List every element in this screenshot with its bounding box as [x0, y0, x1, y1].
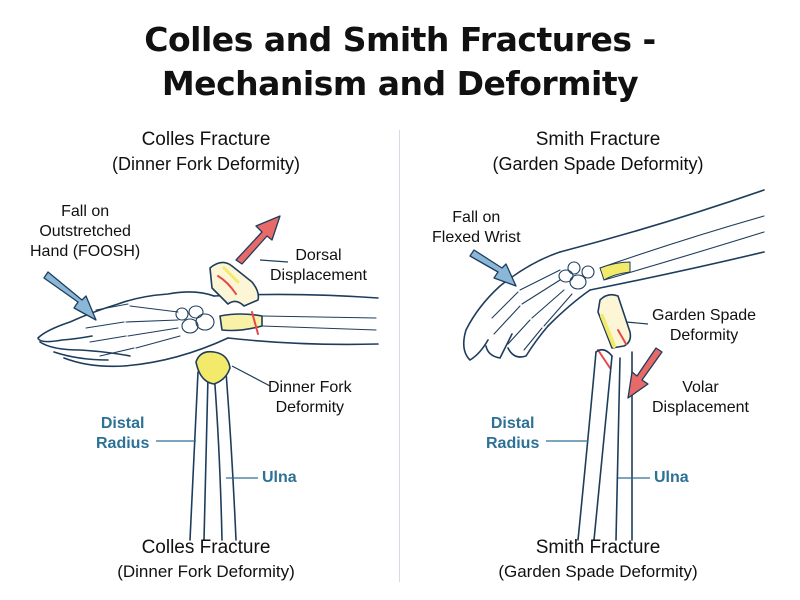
- dinner-fork-leader-line: [231, 365, 271, 387]
- distal-radius-right-line-2: Radius: [486, 435, 540, 452]
- foosh-label: Fall on Outstretched Hand (FOOSH): [30, 202, 140, 262]
- smith-footer: Smith Fracture (Garden Spade Deformity): [428, 536, 768, 584]
- dinner-fork-label: Dinner Fork Deformity: [268, 378, 352, 418]
- foosh-label-line-2: Outstretched: [39, 223, 131, 240]
- colles-footer-subtitle: (Dinner Fork Deformity): [117, 562, 295, 581]
- smith-heading-subtitle: (Garden Spade Deformity): [492, 154, 704, 174]
- colles-footer: Colles Fracture (Dinner Fork Deformity): [36, 536, 376, 584]
- dinner-fork-label-line-2: Deformity: [275, 399, 345, 416]
- foosh-label-line-3: Hand (FOOSH): [30, 243, 141, 260]
- distal-radius-left-line-2: Radius: [96, 435, 150, 452]
- volar-label-line-2: Displacement: [652, 399, 749, 416]
- volar-displacement-label: Volar Displacement: [652, 378, 749, 418]
- flexed-wrist-arrow: [469, 249, 517, 287]
- smith-heading-title: Smith Fracture: [535, 129, 661, 150]
- distal-radius-label-left: Distal Radius: [96, 414, 149, 454]
- dorsal-label-line-2: Displacement: [270, 267, 367, 284]
- flexed-wrist-label: Fall on Flexed Wrist: [432, 208, 521, 248]
- dorsal-leader-line: [259, 259, 289, 263]
- page-title: Colles and Smith Fractures - Mechanism a…: [0, 18, 800, 106]
- garden-spade-label-line-2: Deformity: [669, 327, 739, 344]
- colles-illustration: [37, 261, 379, 541]
- garden-spade-label: Garden Spade Deformity: [652, 306, 756, 346]
- colles-heading: Colles Fracture (Dinner Fork Deformity): [36, 128, 376, 176]
- garden-spade-leader-line: [625, 321, 649, 325]
- volar-label-line-1: Volar: [682, 379, 719, 396]
- dorsal-label-line-1: Dorsal: [295, 247, 342, 264]
- ulna-label-left: Ulna: [262, 469, 297, 486]
- flexed-wrist-label-line-1: Fall on: [452, 209, 501, 226]
- distal-radius-left-line-1: Distal: [100, 415, 145, 432]
- column-divider: [399, 130, 400, 582]
- ulna-label-right: Ulna: [654, 469, 689, 486]
- title-line-2: Mechanism and Deformity: [161, 64, 639, 103]
- foosh-label-line-1: Fall on: [61, 203, 110, 220]
- dinner-fork-label-line-1: Dinner Fork: [268, 379, 352, 396]
- title-line-1: Colles and Smith Fractures -: [144, 20, 656, 59]
- dorsal-displacement-arrow: [235, 215, 281, 265]
- volar-displacement-arrow: [627, 347, 663, 399]
- colles-heading-subtitle: (Dinner Fork Deformity): [111, 154, 301, 174]
- smith-footer-subtitle: (Garden Spade Deformity): [498, 562, 698, 581]
- garden-spade-label-line-1: Garden Spade: [652, 307, 757, 324]
- dorsal-displacement-label: Dorsal Displacement: [270, 246, 367, 286]
- colles-footer-title: Colles Fracture: [141, 537, 271, 558]
- distal-radius-label-right: Distal Radius: [486, 414, 539, 454]
- smith-footer-title: Smith Fracture: [535, 537, 661, 558]
- distal-radius-right-line-1: Distal: [490, 415, 535, 432]
- foosh-arrow: [43, 271, 97, 321]
- smith-illustration: [462, 189, 765, 541]
- flexed-wrist-label-line-2: Flexed Wrist: [432, 229, 521, 246]
- colles-heading-title: Colles Fracture: [141, 129, 271, 150]
- smith-heading: Smith Fracture (Garden Spade Deformity): [428, 128, 768, 176]
